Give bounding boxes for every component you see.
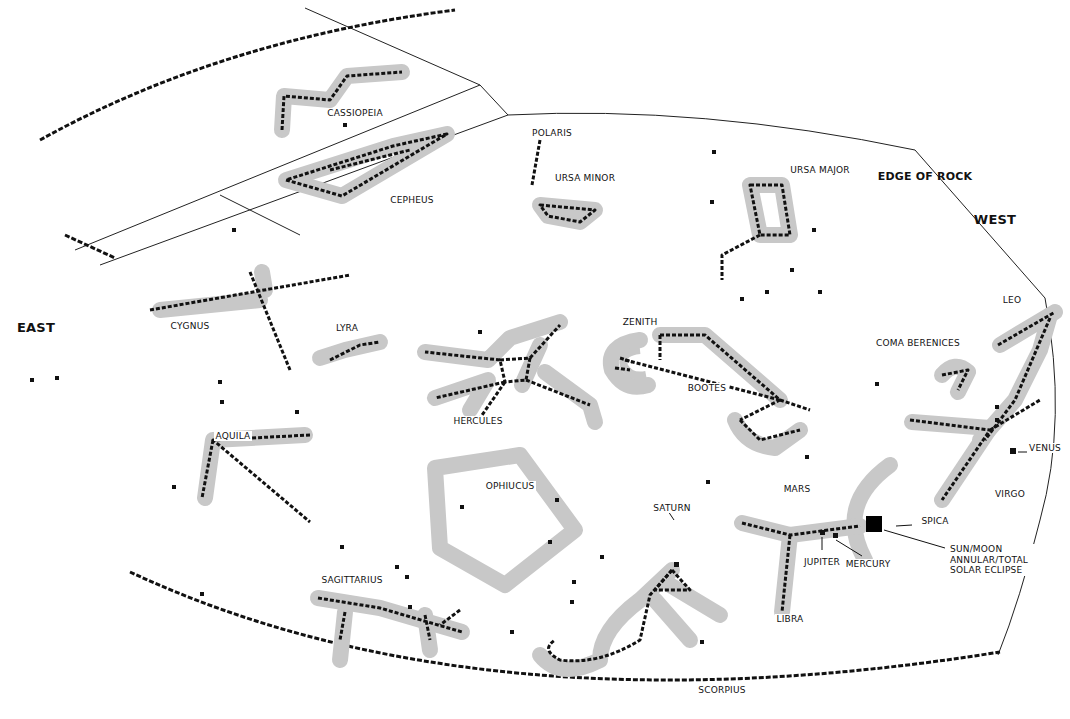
star-label: VENUS	[1027, 443, 1063, 453]
star-label: EDGE OF ROCK	[876, 171, 975, 184]
star-label: CEPHEUS	[388, 195, 436, 205]
star-label: VIRGO	[993, 489, 1027, 499]
stars	[30, 123, 1016, 644]
star-label: ZENITH	[621, 317, 660, 327]
star-label: SPICA	[919, 516, 950, 526]
star-label: EAST	[15, 321, 57, 336]
star-label: SCORPIUS	[696, 685, 747, 695]
grey-bands	[160, 72, 1055, 669]
star-label: CASSIOPEIA	[325, 108, 385, 118]
star-label: SUN/MOON ANNULAR/TOTAL SOLAR ECLIPSE	[948, 544, 1036, 575]
star-label: LIBRA	[775, 614, 806, 624]
star-label: LYRA	[334, 323, 360, 333]
star-label: SAGITTARIUS	[319, 575, 384, 585]
star-label: POLARIS	[530, 128, 574, 138]
star-label: COMA BERENICES	[874, 338, 962, 348]
star-label: WEST	[972, 213, 1018, 228]
star-label: URSA MINOR	[553, 173, 617, 183]
rock-edges	[75, 8, 1055, 655]
star-label: LEO	[1001, 295, 1023, 305]
sun-moon-symbol	[866, 516, 882, 532]
star-label: MARS	[782, 484, 813, 494]
rock-outer-edge	[40, 10, 1000, 680]
leader-lines	[666, 452, 1030, 556]
zenith-rings	[623, 350, 646, 376]
star-lines	[150, 72, 1055, 661]
star-label: JUPITER	[802, 557, 842, 567]
star-label: BOOTES	[686, 383, 728, 393]
star-label: SATURN	[651, 503, 693, 513]
star-label: MERCURY	[844, 559, 893, 569]
star-label: HERCULES	[451, 416, 504, 426]
star-label: CYGNUS	[169, 321, 212, 331]
star-label: OPHIUCUS	[484, 481, 537, 491]
star-label: URSA MAJOR	[788, 165, 852, 175]
star-label: AQUILA	[214, 431, 253, 441]
